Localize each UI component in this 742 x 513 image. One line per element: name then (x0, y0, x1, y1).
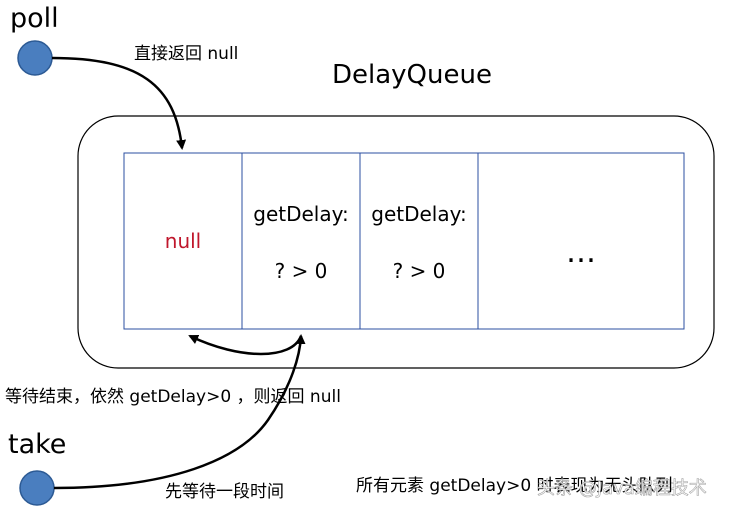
queue-cell-3 (477, 152, 685, 330)
poll-node (17, 40, 53, 76)
queue-cell-1-line-1: getDelay: (253, 202, 348, 226)
diagram-title: DelayQueue (332, 60, 492, 90)
queue-cells: null getDelay: ? > 0 getDelay: ? > 0 … (123, 152, 685, 330)
watermark: 头条 @Java编程技术 (537, 478, 707, 499)
take-after-wait-annotation: 等待结束，依然 getDelay>0 ，则返回 null (5, 387, 341, 407)
summary-annotation: 所有元素 getDelay>0 时表现为无头队列 (356, 476, 673, 496)
take-wait-first-annotation: 先等待一段时间 (165, 482, 284, 502)
take-label: take (8, 429, 66, 460)
take-arrow (53, 334, 306, 490)
poll-arrow (51, 56, 187, 150)
queue-cell-2-line-2: ? > 0 (393, 259, 446, 283)
take-node (19, 470, 55, 506)
queue-cell-0-label: null (165, 229, 201, 253)
queue-container (77, 115, 715, 369)
queue-cell-1-line-2: ? > 0 (275, 259, 328, 283)
take-return-arrow (188, 334, 303, 356)
queue-cell-2-line-1: getDelay: (371, 202, 466, 226)
poll-direct-annotation: 直接返回 null (134, 44, 238, 64)
queue-cell-3-label: … (566, 235, 596, 270)
poll-label: poll (10, 3, 59, 34)
